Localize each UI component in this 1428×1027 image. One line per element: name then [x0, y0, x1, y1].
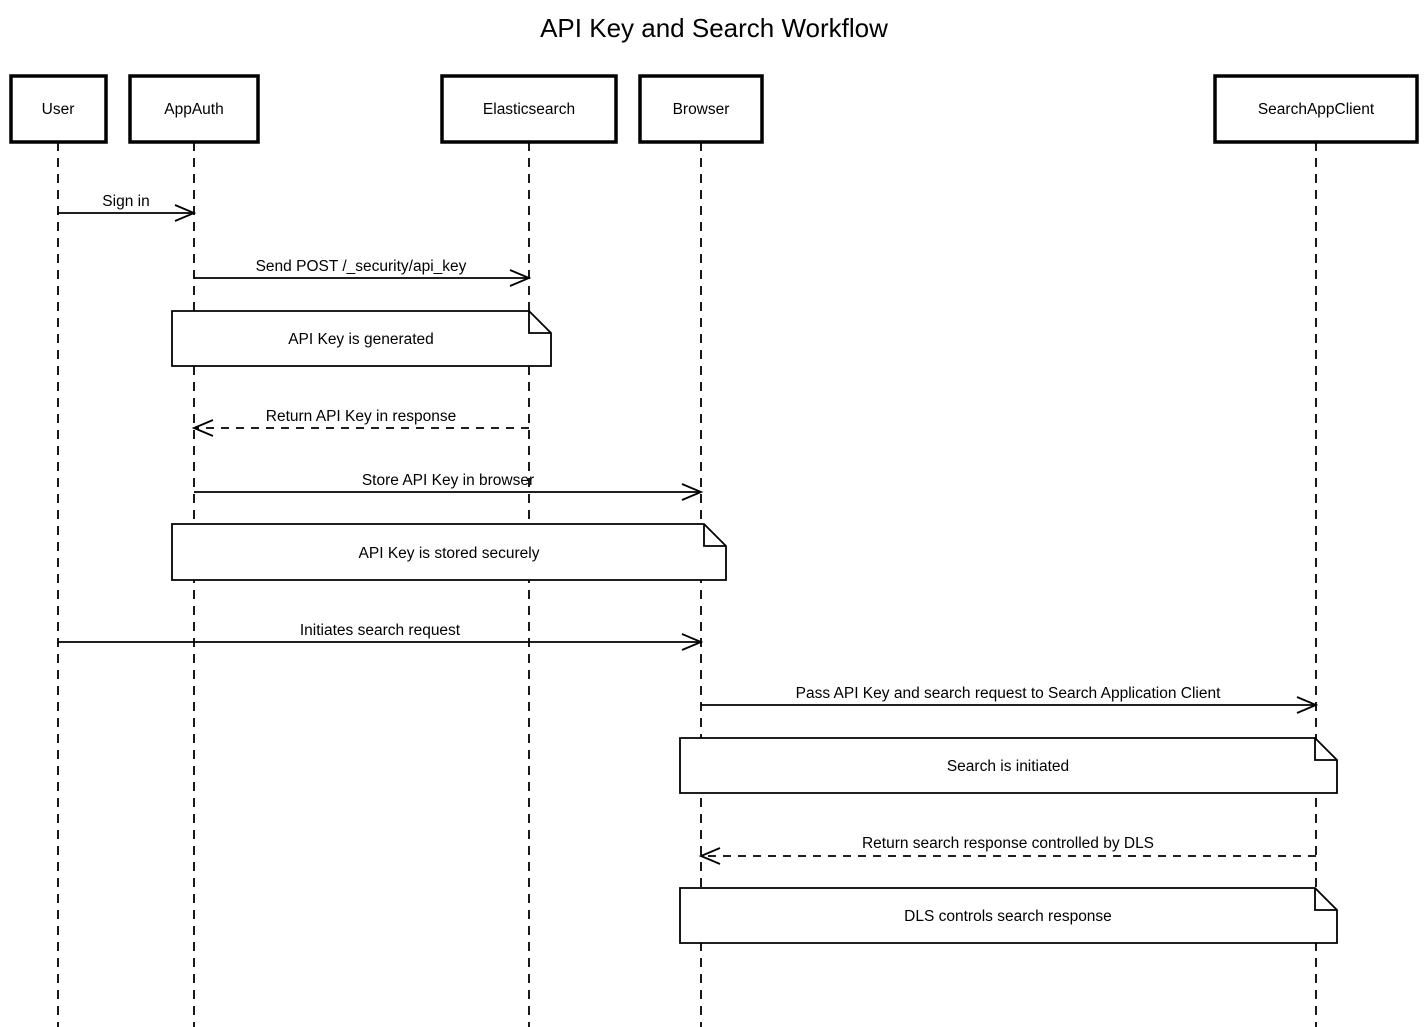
participant-user-label: User [42, 101, 75, 118]
participant-browser-box [638, 74, 764, 144]
participant-browser: Browser [638, 74, 764, 144]
message-send-post: Send POST /_security/api_key [194, 258, 532, 287]
message-pass-api-key-label: Pass API Key and search request to Searc… [796, 685, 1221, 702]
participant-appauth-label: AppAuth [164, 101, 223, 118]
diagram-title: API Key and Search Workflow [540, 13, 888, 43]
note-api-key-generated-fold-icon [528, 311, 551, 334]
note-api-key-stored-label: API Key is stored securely [359, 545, 540, 562]
message-initiates-search: Initiates search request [58, 622, 704, 651]
note-dls-controls: DLS controls search response [679, 887, 1338, 944]
participant-user: User [9, 74, 108, 144]
message-store-api-key-label: Store API Key in browser [362, 472, 534, 489]
message-pass-api-key: Pass API Key and search request to Searc… [701, 685, 1319, 714]
note-search-initiated: Search is initiated [679, 737, 1338, 794]
participant-searchappclient-label: SearchAppClient [1258, 101, 1375, 118]
message-send-post-label: Send POST /_security/api_key [256, 258, 467, 275]
note-search-initiated-fold-icon [1314, 738, 1337, 761]
note-api-key-generated: API Key is generated [171, 310, 552, 367]
participant-appauth-box [128, 74, 260, 144]
participant-appauth: AppAuth [128, 74, 260, 144]
participant-browser-label: Browser [673, 101, 730, 118]
lifelines [57, 142, 1317, 1027]
message-sign-in-label: Sign in [102, 193, 149, 210]
message-return-search-response-label: Return search response controlled by DLS [862, 835, 1154, 852]
note-search-initiated-label: Search is initiated [947, 758, 1069, 775]
note-api-key-generated-label: API Key is generated [288, 331, 434, 348]
message-store-api-key-arrowhead-icon [681, 483, 704, 501]
note-search-initiated-shape [679, 737, 1338, 794]
participant-searchappclient: SearchAppClient [1213, 74, 1419, 144]
message-return-search-response: Return search response controlled by DLS [698, 835, 1316, 865]
message-return-api-key: Return API Key in response [191, 408, 529, 437]
participant-user-box [9, 74, 108, 144]
message-store-api-key: Store API Key in browser [194, 472, 704, 501]
note-dls-controls-label: DLS controls search response [904, 908, 1112, 925]
participant-elasticsearch-box [440, 74, 618, 144]
message-pass-api-key-arrowhead-icon [1296, 696, 1319, 714]
participant-elasticsearch: Elasticsearch [440, 74, 618, 144]
note-api-key-stored: API Key is stored securely [171, 523, 727, 581]
message-initiates-search-label: Initiates search request [300, 622, 461, 639]
participant-elasticsearch-label: Elasticsearch [483, 101, 575, 118]
message-sign-in: Sign in [58, 193, 197, 222]
note-api-key-stored-shape [171, 523, 727, 581]
message-return-search-response-arrowhead-icon [698, 847, 721, 865]
message-sign-in-arrowhead-icon [174, 204, 197, 222]
message-return-api-key-label: Return API Key in response [266, 408, 456, 425]
message-send-post-arrowhead-icon [509, 269, 532, 287]
note-api-key-stored-fold-icon [703, 524, 726, 547]
note-dls-controls-shape [679, 887, 1338, 944]
note-api-key-generated-shape [171, 310, 552, 367]
note-dls-controls-fold-icon [1314, 888, 1337, 911]
message-initiates-search-arrowhead-icon [681, 633, 704, 651]
message-return-api-key-arrowhead-icon [191, 419, 214, 437]
participant-searchappclient-box [1213, 74, 1419, 144]
